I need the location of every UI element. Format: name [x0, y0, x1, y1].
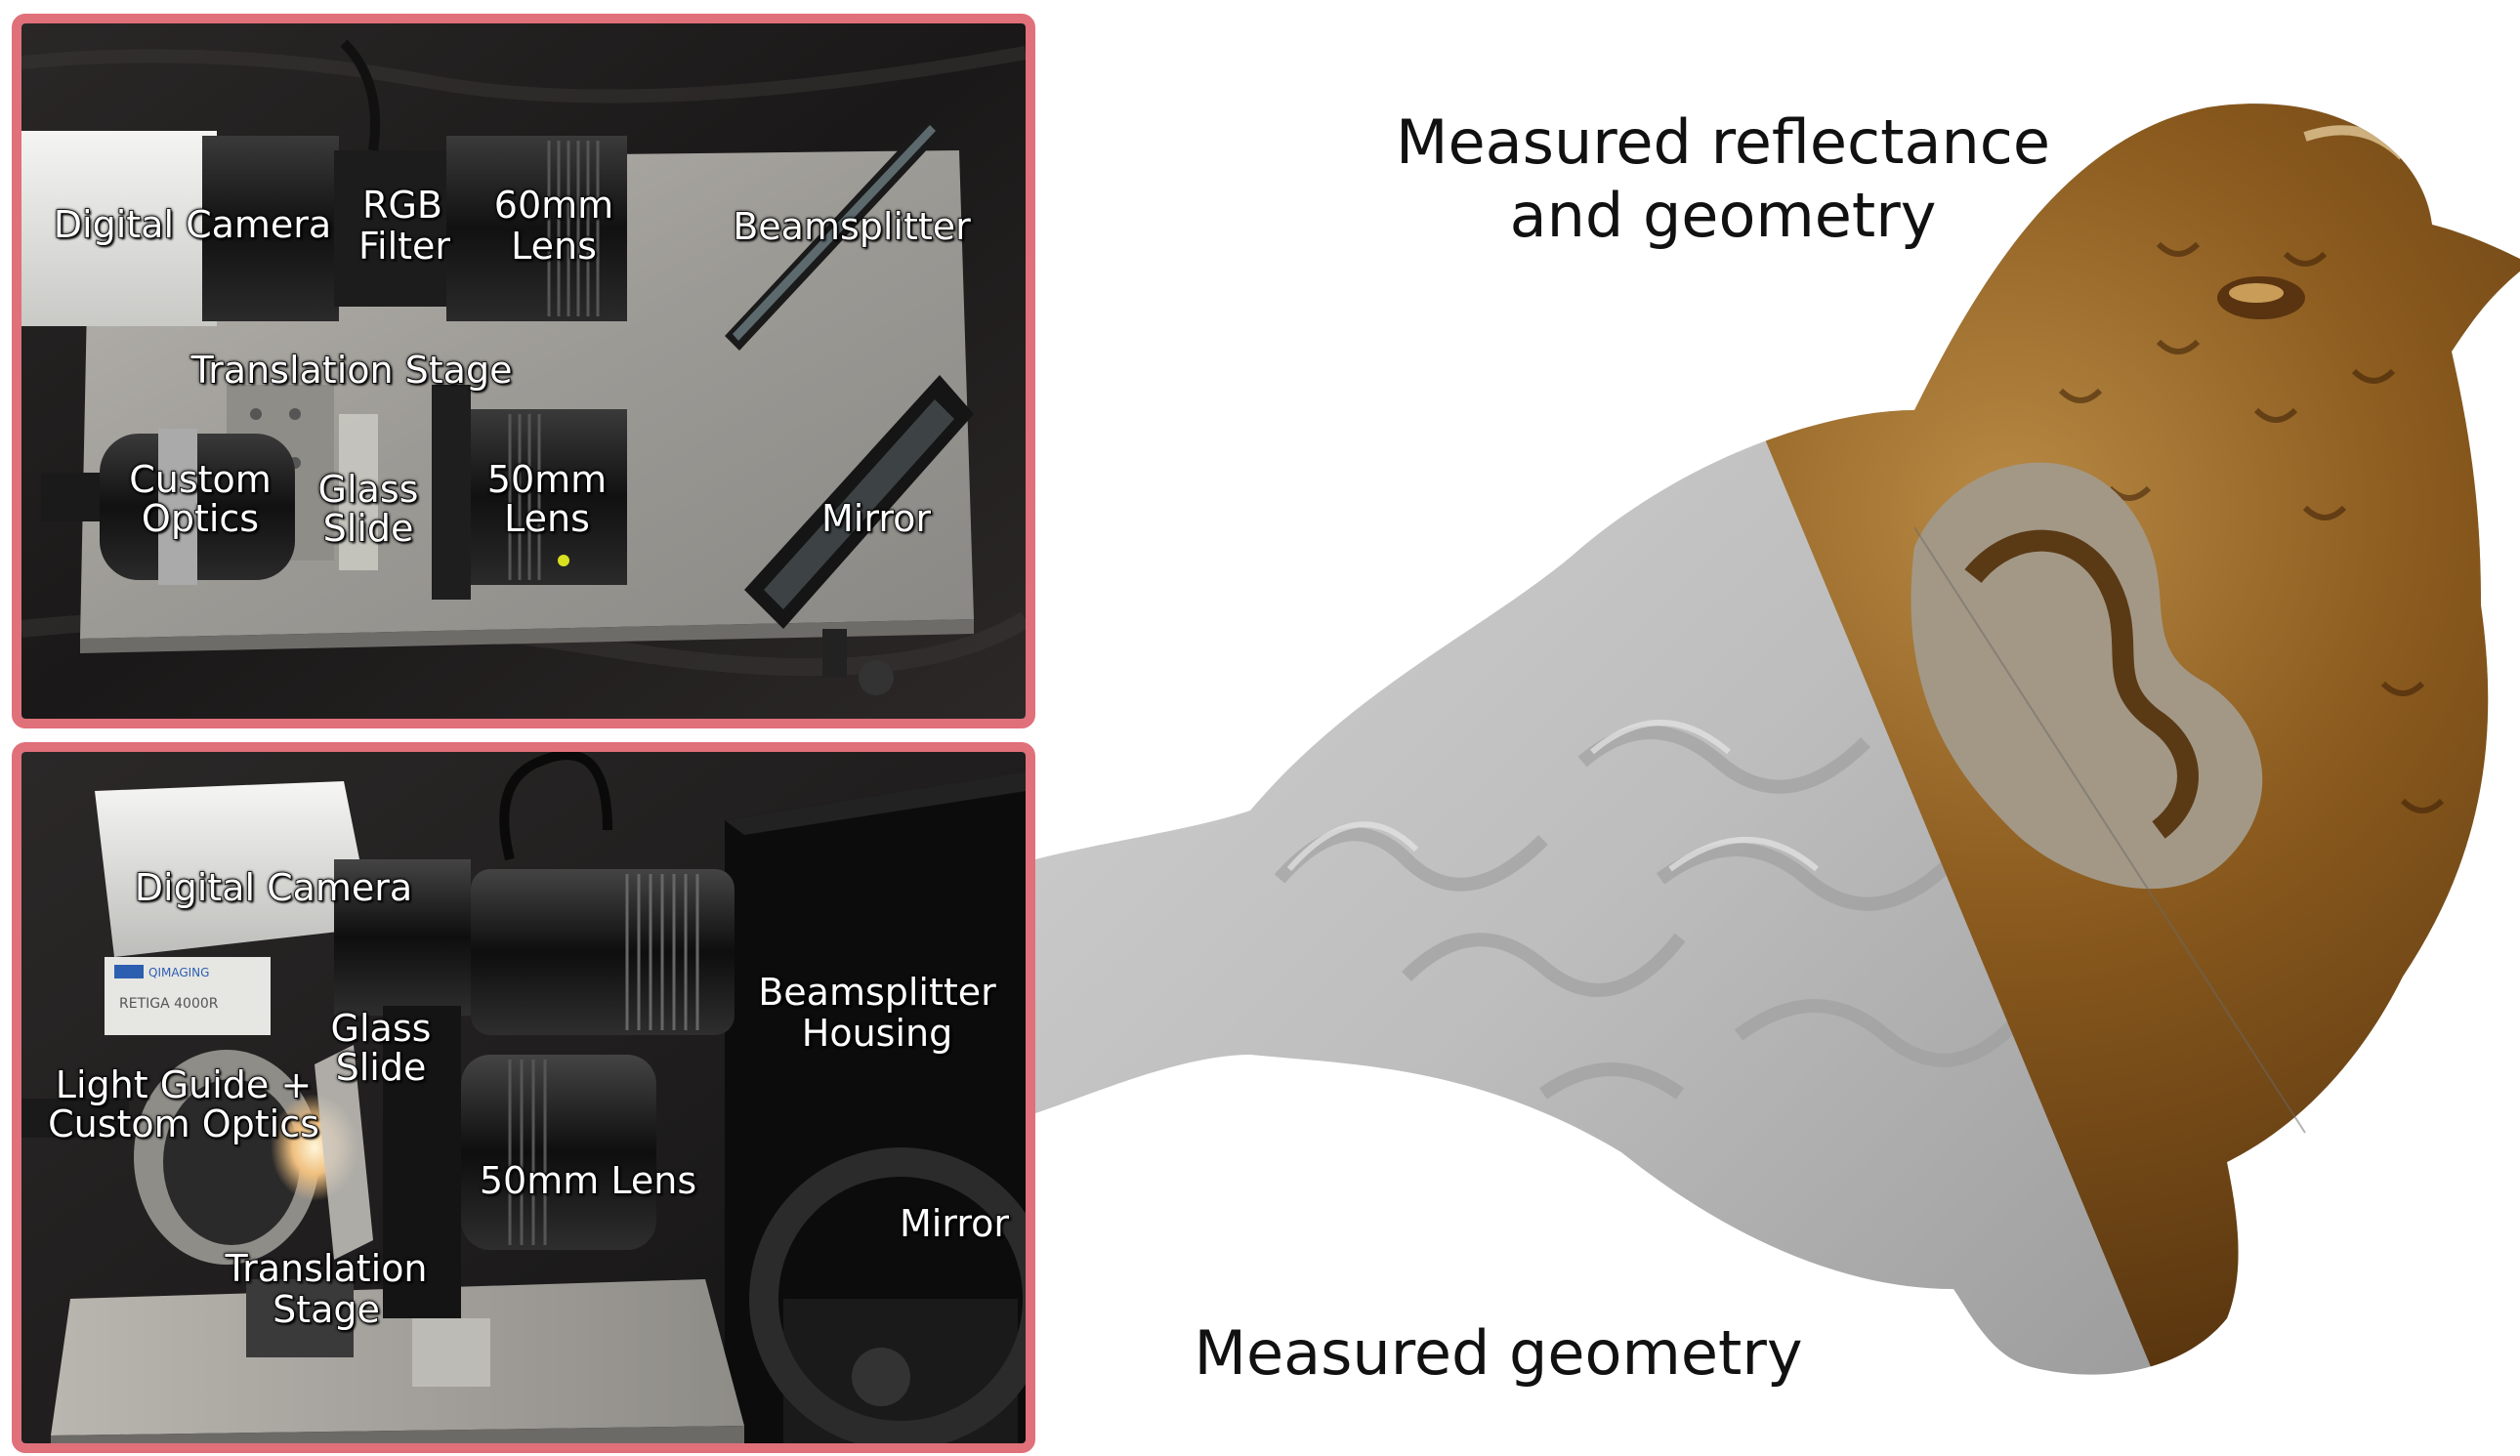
label-beamsplitter-2: Beamsplitter — [757, 971, 996, 1014]
label-slide-2: Slide — [335, 1046, 427, 1089]
caption-reflectance-line1: Measured reflectance — [1396, 106, 2050, 178]
label-translation-stage: Translation Stage — [190, 349, 513, 392]
caption-reflectance-line2: and geometry — [1509, 180, 1937, 251]
label-stage: Stage — [272, 1288, 380, 1331]
label-60mm-lens: Lens — [510, 225, 597, 268]
top-setup-photo: Digital Camera RGB Filter 60mm Lens Beam… — [12, 14, 1035, 728]
label-glass-2: Glass — [330, 1007, 432, 1050]
bird-illustration — [1035, 104, 2520, 1375]
label-beamsplitter: Beamsplitter — [732, 205, 971, 248]
label-translation: Translation — [225, 1247, 429, 1290]
bottom-photo-illustration: QIMAGING RETIGA 4000R — [21, 752, 1026, 1443]
label-filter: Filter — [357, 225, 451, 268]
label-housing: Housing — [801, 1012, 953, 1055]
label-glass: Glass — [317, 468, 419, 511]
label-digital-camera: Digital Camera — [53, 203, 332, 246]
label-custom-optics-2: Custom Optics — [47, 1102, 319, 1145]
camera-brand-text: QIMAGING — [148, 966, 209, 979]
label-slide: Slide — [322, 507, 414, 550]
label-light-guide: Light Guide + — [55, 1063, 313, 1106]
top-photo-illustration — [21, 23, 1026, 719]
caption-geometry: Measured geometry — [1194, 1317, 1803, 1389]
bottom-setup-photo: QIMAGING RETIGA 4000R — [12, 742, 1035, 1453]
label-mirror-2: Mirror — [899, 1202, 1009, 1245]
label-50mm-lens: Lens — [503, 497, 590, 540]
label-mirror: Mirror — [820, 497, 931, 540]
camera-model-text: RETIGA 4000R — [119, 996, 219, 1012]
label-rgb: RGB — [361, 184, 442, 227]
bird-rendering: Measured reflectance and geometry Measur… — [1035, 0, 2520, 1456]
label-digital-camera-2: Digital Camera — [134, 866, 413, 909]
label-50mm: 50mm — [486, 458, 608, 501]
label-custom: Custom — [128, 458, 272, 501]
label-50mm-lens-2: 50mm Lens — [479, 1159, 697, 1202]
label-optics: Optics — [141, 497, 260, 540]
label-60mm: 60mm — [493, 184, 614, 227]
